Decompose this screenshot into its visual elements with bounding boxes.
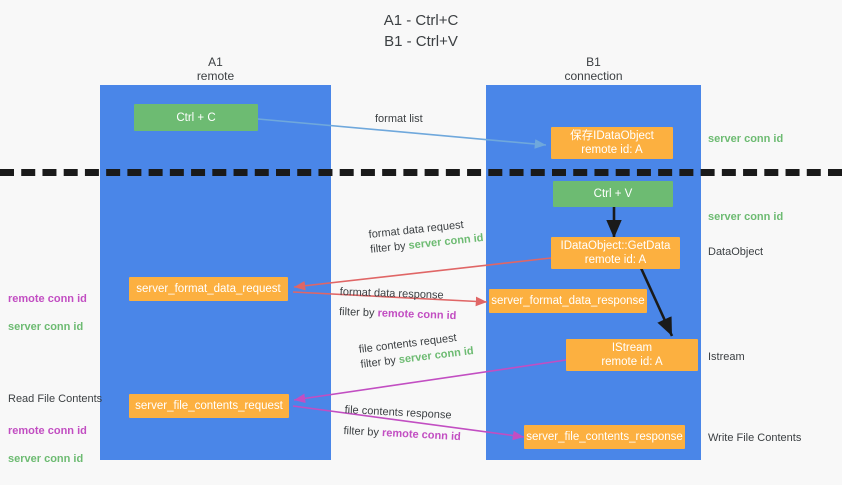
annotation-server-conn-id-top: server conn id — [708, 133, 784, 145]
annotation-server-conn-id: server conn id — [8, 453, 84, 465]
filter-prefix: filter by — [369, 239, 410, 256]
node-server-file-contents-response[interactable]: server_file_contents_response — [524, 425, 685, 449]
edge-label-file-contents-response: file contents response — [344, 403, 452, 422]
node-istream[interactable]: IStream remote id: A — [566, 339, 698, 371]
phase-divider — [0, 169, 842, 176]
node-server-format-data-request[interactable]: server_format_data_request — [129, 277, 288, 301]
node-server-file-contents-request[interactable]: server_file_contents_request — [129, 394, 289, 418]
node-idataobject-getdata[interactable]: IDataObject::GetData remote id: A — [551, 237, 680, 269]
annotation-remote-conn-id: remote conn id — [8, 293, 87, 305]
node-ctrl-c[interactable]: Ctrl + C — [134, 104, 258, 131]
filter-prefix: filter by — [359, 354, 400, 371]
filter-prefix: filter by — [343, 424, 383, 439]
annotation-read-file-contents: Read File Contents — [8, 393, 103, 405]
lane-header-b1: B1 connection — [564, 55, 623, 83]
annotation-dataobject: DataObject — [708, 246, 764, 258]
edge-label-format-list: format list — [375, 113, 423, 125]
filter-prefix: filter by — [338, 305, 378, 320]
annotation-write-file-contents: Write File Contents — [708, 432, 802, 444]
edge-label-file-contents-request-group: file contents request filter by server c… — [358, 329, 475, 373]
annotation-istream: Istream — [708, 351, 745, 363]
page-title: A1 - Ctrl+C B1 - Ctrl+V — [383, 12, 459, 50]
edge-label-format-data-response-group: format data response filter by remote co… — [339, 285, 458, 324]
node-server-format-data-response[interactable]: server_format_data_response — [489, 289, 647, 313]
lane-header-a1: A1 remote — [196, 55, 235, 83]
edge-filter-file-contents-response: filter by remote conn id — [343, 424, 461, 445]
filter-key-remote-conn-id: remote conn id — [381, 426, 462, 444]
annotation-server-conn-id-mid: server conn id — [708, 211, 784, 223]
node-save-idataobject[interactable]: 保存IDataObject remote id: A — [551, 127, 673, 159]
edge-label-file-contents-response-group: file contents response filter by remote … — [343, 403, 462, 445]
edge-filter-format-data-response: filter by remote conn id — [339, 305, 457, 324]
node-ctrl-v[interactable]: Ctrl + V — [553, 181, 673, 207]
annotation-remote-conn-id: remote conn id — [8, 425, 87, 437]
edge-label-format-data-request-group: format data request filter by server con… — [368, 216, 484, 258]
annotation-conn-id-pair-bottom: remote conn id server conn id — [8, 410, 87, 480]
annotation-conn-id-pair-top: remote conn id server conn id — [8, 278, 87, 348]
edge-label-format-data-response: format data response — [339, 285, 444, 302]
annotation-server-conn-id: server conn id — [8, 321, 84, 333]
filter-key-remote-conn-id: remote conn id — [377, 307, 457, 323]
